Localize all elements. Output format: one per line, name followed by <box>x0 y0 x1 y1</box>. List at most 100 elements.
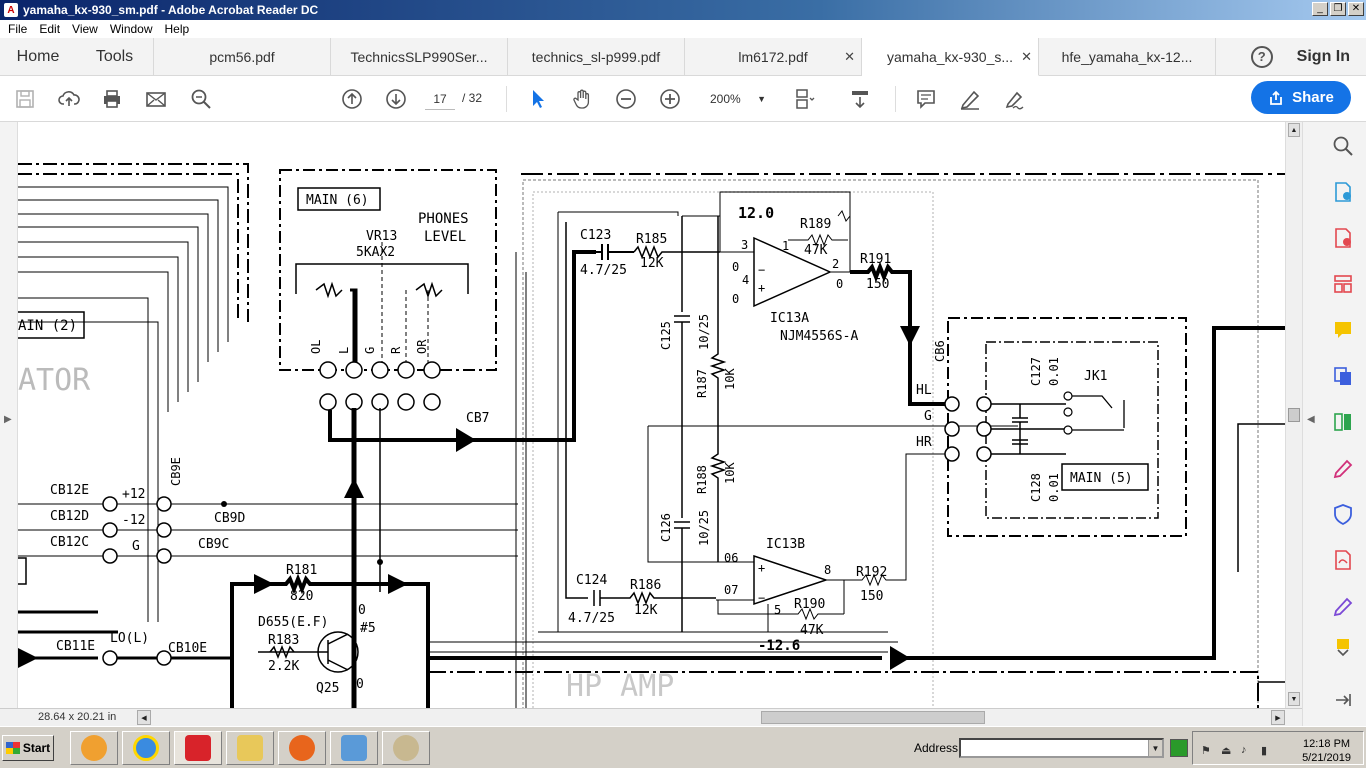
scroll-right-icon[interactable]: ▶ <box>1271 710 1285 725</box>
label-c126: C126 <box>659 513 673 542</box>
compare-files-icon[interactable] <box>1331 410 1355 434</box>
label-cb6: CB6 <box>933 340 947 362</box>
system-tray: ⚑ ⏏ ♪ ▮ 12:18 PM 5/21/2019 <box>1192 731 1364 765</box>
firefox-taskbar-icon[interactable] <box>278 731 326 765</box>
volume-icon[interactable]: ♪ <box>1241 744 1247 756</box>
send-for-signature-icon[interactable] <box>1331 594 1355 618</box>
page-layout-icon[interactable] <box>791 86 817 112</box>
chevron-down-icon: ▼ <box>757 94 766 104</box>
chevron-down-icon[interactable]: ▼ <box>1148 740 1162 756</box>
tab-close-icon[interactable]: ✕ <box>1021 49 1032 64</box>
pdf-standards-icon[interactable] <box>1331 548 1355 572</box>
organize-pages-icon[interactable] <box>1331 272 1355 296</box>
previous-page-icon[interactable] <box>339 86 365 112</box>
create-pdf-icon[interactable] <box>1331 226 1355 250</box>
expand-pane-icon[interactable] <box>1331 688 1355 712</box>
signal-icon[interactable]: ▮ <box>1261 745 1268 757</box>
hand-pan-icon[interactable] <box>569 86 595 112</box>
zoom-in-icon[interactable] <box>657 86 683 112</box>
tab-lm6172[interactable]: lm6172.pdf✕ <box>685 38 862 75</box>
scroll-down-icon[interactable]: ▼ <box>1288 692 1300 706</box>
collapse-pane-arrow-icon[interactable]: ◀ <box>1307 414 1315 425</box>
label-node-o1: 0 <box>358 603 366 618</box>
restore-button[interactable]: ❐ <box>1330 2 1346 16</box>
menu-file[interactable]: File <box>8 22 28 36</box>
vertical-scrollbar[interactable]: ▲ ▼ <box>1285 122 1302 708</box>
menu-view[interactable]: View <box>72 22 98 36</box>
scroll-up-icon[interactable]: ▲ <box>1288 123 1300 137</box>
horizontal-scrollbar[interactable]: ◀ ▶ <box>137 710 1285 725</box>
fill-sign-icon[interactable] <box>1331 456 1355 480</box>
windows-flag-icon <box>5 742 20 754</box>
help-icon[interactable]: ? <box>1250 45 1273 68</box>
clock[interactable]: 12:18 PM 5/21/2019 <box>1302 737 1351 765</box>
minimize-button[interactable]: _ <box>1312 2 1328 16</box>
tab-hfe-yamaha[interactable]: hfe_yamaha_kx-12... <box>1039 38 1216 75</box>
label-d655: D655(E.F) <box>258 615 328 630</box>
tab-label: hfe_yamaha_kx-12... <box>1061 48 1193 65</box>
media-player-taskbar-icon[interactable] <box>70 731 118 765</box>
export-pdf-icon[interactable] <box>1331 180 1355 204</box>
menu-help[interactable]: Help <box>164 22 190 36</box>
more-tools-icon[interactable] <box>1331 634 1355 658</box>
print-icon[interactable] <box>99 86 125 112</box>
vertical-scroll-thumb[interactable] <box>1288 408 1300 422</box>
highlight-pen-icon[interactable] <box>957 86 983 112</box>
tab-pcm56[interactable]: pcm56.pdf <box>154 38 331 75</box>
zoom-level-select[interactable]: 200%▼ <box>700 88 770 110</box>
label-r186: R186 <box>630 578 661 593</box>
select-cursor-icon[interactable] <box>525 86 551 112</box>
search-tool-icon[interactable] <box>1331 134 1355 158</box>
protect-shield-icon[interactable] <box>1331 502 1355 526</box>
tab-yamaha-kx930[interactable]: yamaha_kx-930_s...✕ <box>862 38 1039 76</box>
close-window-button[interactable]: ✕ <box>1348 2 1364 16</box>
share-button[interactable]: Share <box>1251 81 1351 114</box>
internet-explorer-taskbar-icon[interactable] <box>122 731 170 765</box>
file-explorer-taskbar-icon[interactable] <box>226 731 274 765</box>
combine-files-icon[interactable] <box>1331 364 1355 388</box>
find-magnifier-icon[interactable] <box>188 86 214 112</box>
horizontal-scroll-thumb[interactable] <box>761 711 985 724</box>
label-main2: AIN (2) <box>18 318 77 334</box>
label-c126-value: 10/25 <box>697 510 711 546</box>
label-r190-value: 47K <box>800 623 824 638</box>
comment-icon[interactable] <box>913 86 939 112</box>
usb-icon[interactable]: ⏏ <box>1221 745 1232 757</box>
upload-cloud-icon[interactable] <box>56 86 82 112</box>
acrobat-taskbar-icon[interactable] <box>174 731 222 765</box>
sign-in-link[interactable]: Sign In <box>1296 47 1350 65</box>
zoom-out-icon[interactable] <box>613 86 639 112</box>
nav-tools[interactable]: Tools <box>76 38 154 75</box>
network-icon[interactable]: ⚑ <box>1201 745 1211 757</box>
label-pin5: #5 <box>360 621 376 636</box>
pdf-page-view[interactable]: MAIN (6) PHONES LEVEL VR13 5KAX2 OL L G … <box>18 122 1285 708</box>
nav-home[interactable]: Home <box>16 47 60 65</box>
window-title: yamaha_kx-930_sm.pdf - Adobe Acrobat Rea… <box>23 3 319 17</box>
title-bar: A yamaha_kx-930_sm.pdf - Adobe Acrobat R… <box>0 0 1366 20</box>
pin-5: 5 <box>774 603 781 617</box>
email-icon[interactable] <box>143 86 169 112</box>
page-number-input[interactable]: 17 <box>425 88 455 110</box>
save-icon[interactable] <box>12 86 38 112</box>
tab-technics-sl-p999[interactable]: technics_sl-p999.pdf <box>508 38 685 75</box>
next-page-icon[interactable] <box>383 86 409 112</box>
left-panel-toggle[interactable]: ▶ <box>0 122 18 708</box>
menu-window[interactable]: Window <box>109 22 153 36</box>
label-r181: R181 <box>286 563 317 578</box>
node-0c: 0 <box>836 277 843 291</box>
label-c127: C127 <box>1029 357 1043 386</box>
comment-tool-icon[interactable] <box>1331 318 1355 342</box>
photo-viewer-taskbar-icon[interactable] <box>330 731 378 765</box>
tab-technics-slp990[interactable]: TechnicsSLP990Ser... <box>331 38 508 75</box>
start-button[interactable]: Start <box>2 735 54 761</box>
scroll-mode-icon[interactable] <box>847 86 873 112</box>
page-dimensions: 28.64 x 20.21 in <box>38 711 117 723</box>
scroll-left-icon[interactable]: ◀ <box>137 710 151 725</box>
sign-pen-icon[interactable] <box>1001 86 1027 112</box>
go-button[interactable] <box>1170 739 1188 757</box>
paint-taskbar-icon[interactable] <box>382 731 430 765</box>
address-input[interactable]: ▼ <box>959 738 1164 758</box>
tab-close-icon[interactable]: ✕ <box>844 49 855 64</box>
pin-3: 3 <box>741 238 748 252</box>
menu-edit[interactable]: Edit <box>39 22 61 36</box>
